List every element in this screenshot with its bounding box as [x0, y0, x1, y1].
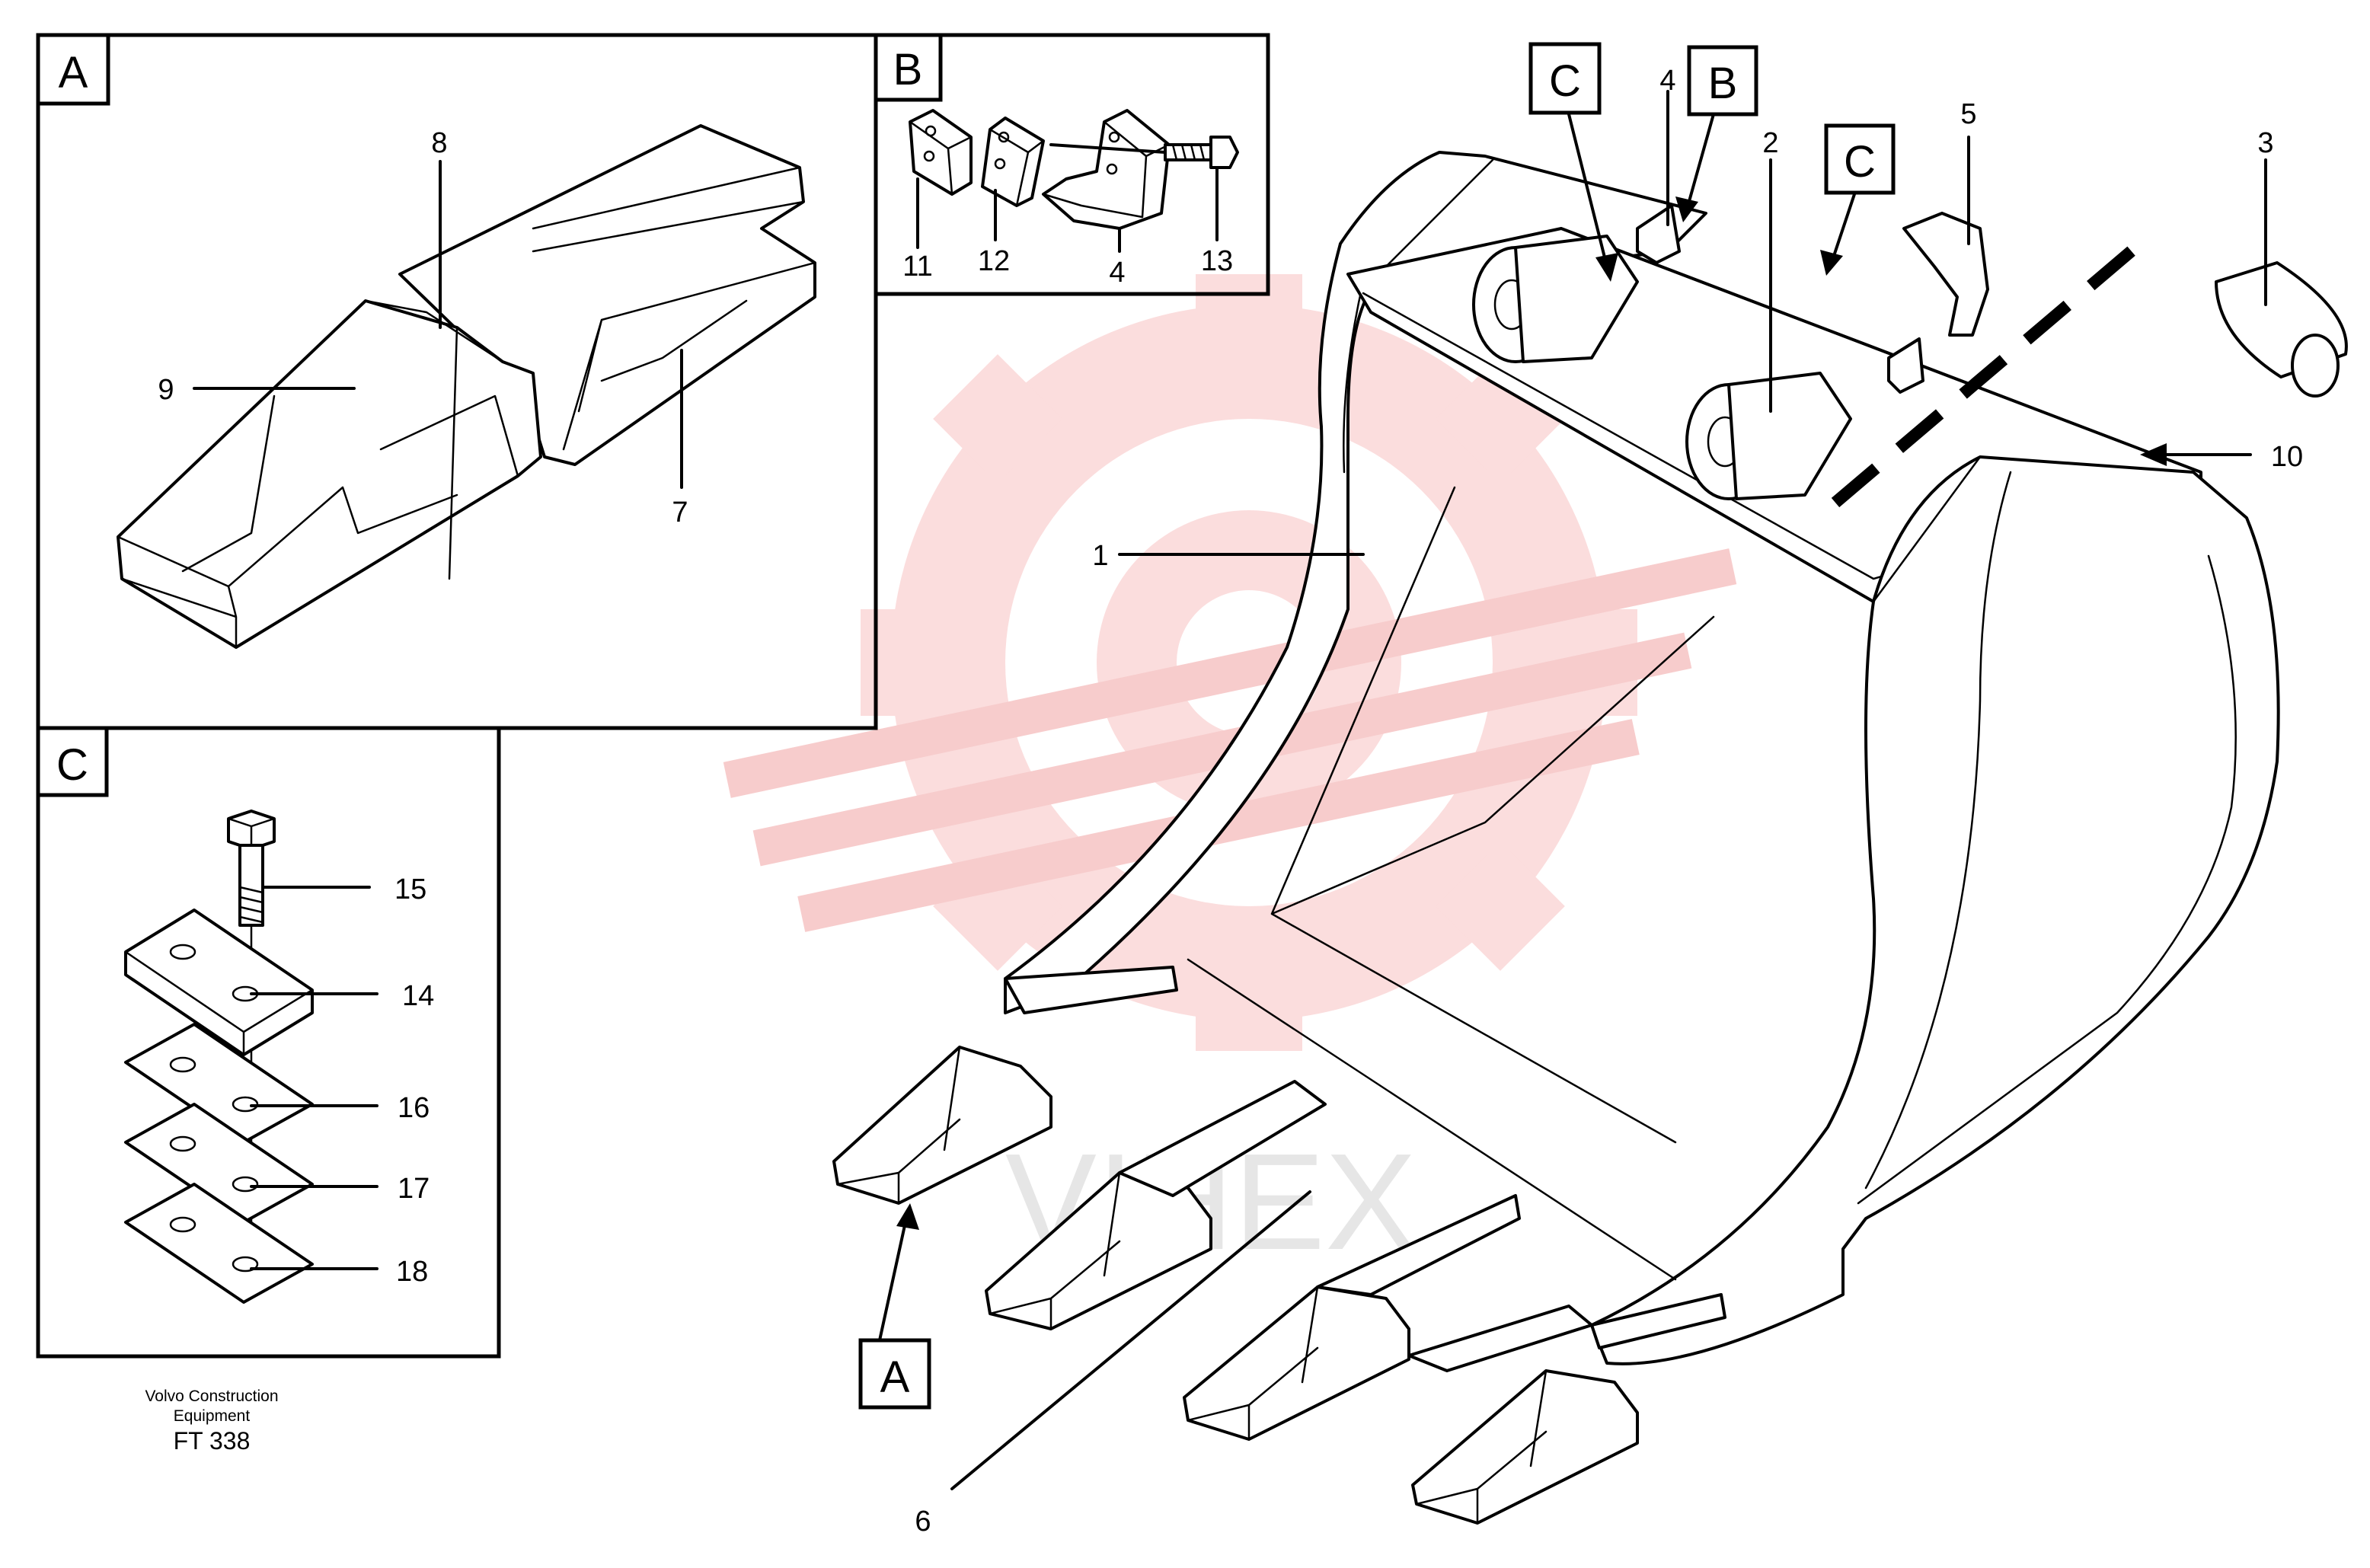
panel-c-label-box: [36, 726, 109, 797]
bucket-teeth: [832, 1046, 1639, 1525]
panel-c: C 15 14 16 17 18: [36, 726, 501, 1359]
footer-line-2: Equipment: [174, 1407, 251, 1425]
callout-14: 14: [402, 980, 434, 1012]
tooth-3: [1183, 1285, 1410, 1441]
callout-17: 17: [398, 1173, 430, 1205]
bucket-right-side: [1590, 455, 2280, 1365]
callout-10: 10: [2271, 441, 2303, 473]
arrow-a: [878, 1217, 908, 1342]
callout-1: 1: [1092, 540, 1108, 572]
callout-18: 18: [396, 1256, 428, 1288]
panel-b-label-box: [874, 33, 943, 102]
watermark-logo: VIHEX: [723, 274, 1737, 1279]
label-box-a: [858, 1338, 931, 1410]
bucket-main-view: 1 2 3 4 5 6 10 C B C A: [832, 42, 2348, 1538]
tooth-4: [1411, 1369, 1639, 1525]
tooth-part: [117, 299, 542, 649]
leader-6: [950, 1190, 1311, 1490]
shim-12: [981, 117, 1045, 207]
callout-13: 13: [1201, 245, 1233, 277]
label-box-c-right: [1824, 123, 1896, 195]
callout-3: 3: [2257, 127, 2273, 159]
arrow-b: [1685, 113, 1715, 211]
panel-c-label: C: [56, 740, 88, 790]
label-a: A: [880, 1352, 910, 1402]
callout-4-main: 4: [1659, 65, 1675, 97]
callout-7: 7: [672, 497, 688, 529]
callout-15: 15: [394, 873, 426, 905]
footer-line-1: Volvo Construction: [145, 1388, 278, 1405]
callout-12: 12: [978, 245, 1010, 277]
footer-code: FT 338: [174, 1427, 251, 1455]
callout-4-b: 4: [1109, 257, 1125, 289]
label-c-right: C: [1844, 137, 1876, 187]
cutting-edge: [1004, 966, 1178, 1014]
footer: Volvo Construction Equipment FT 338: [145, 1388, 278, 1455]
ear-part-5: [1902, 212, 1989, 337]
panel-b: B 11 12 4 13: [874, 33, 1270, 296]
callout-8: 8: [431, 127, 447, 159]
callout-11: 11: [902, 251, 932, 283]
panel-a: A 8 9 7: [36, 33, 878, 730]
panel-b-label: B: [893, 45, 923, 94]
arrow-c-right: [1830, 193, 1856, 264]
label-box-b: [1687, 45, 1758, 117]
label-b: B: [1708, 59, 1738, 108]
callout-5: 5: [1960, 98, 1976, 130]
callout-2: 2: [1762, 127, 1778, 159]
arrow-c-left: [1567, 113, 1608, 268]
callout-16: 16: [398, 1092, 430, 1124]
panel-a-label-box: [36, 33, 110, 106]
shim-18: [124, 1183, 314, 1304]
callout-9: 9: [158, 374, 174, 406]
label-box-c-left: [1528, 42, 1602, 115]
label-c-left: C: [1549, 56, 1581, 106]
tooth-1: [832, 1046, 1052, 1205]
panel-a-label: A: [59, 48, 88, 97]
hinge-bosses: [1472, 235, 1852, 500]
plate-14: [124, 909, 314, 1056]
retainer-4: [1042, 109, 1171, 230]
callout-6: 6: [915, 1506, 931, 1538]
